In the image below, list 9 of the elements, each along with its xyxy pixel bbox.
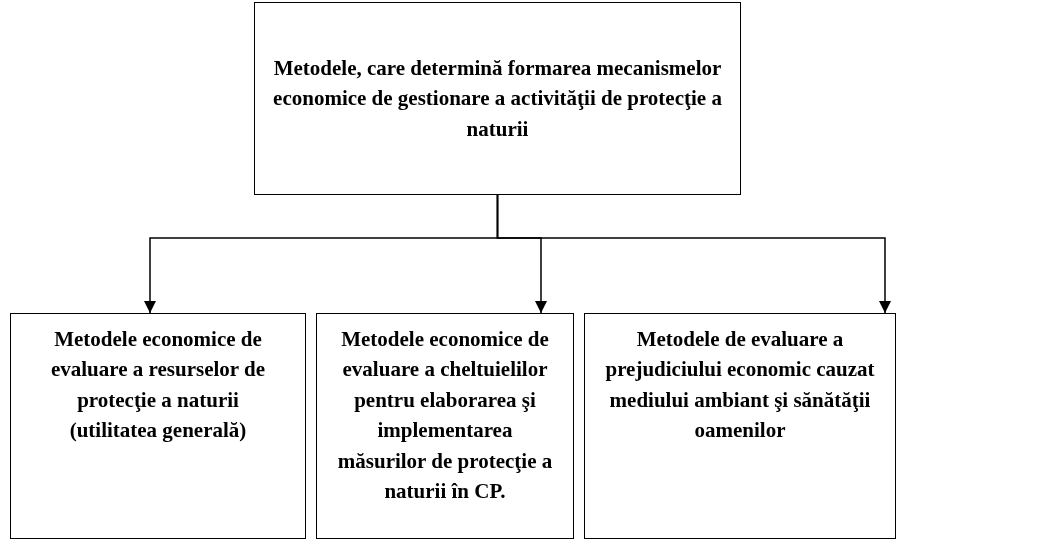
text-box bbox=[10, 313, 306, 539]
box-text: Metodele, care determină formarea mecanismelor economice de gestionare a activităţii de protecţie a naturii bbox=[272, 54, 723, 143]
box-text: Metodele de evaluare a prejudiciului economic cauzat mediului ambiant şi sănătăţii oamenilor bbox=[605, 326, 875, 445]
box-text: Metodele economice de evaluare a resurselor de protecţie a naturii (utilitatea generală) bbox=[49, 326, 267, 445]
box-text: Metodele economice de evaluare a cheltuielilor pentru elaborarea şi implementarea măsurilor de protecţie a naturii în CP. bbox=[337, 326, 553, 506]
arrow bbox=[496, 194, 891, 314]
text-box bbox=[584, 313, 896, 539]
text-box bbox=[254, 2, 741, 195]
text-box bbox=[316, 313, 574, 539]
